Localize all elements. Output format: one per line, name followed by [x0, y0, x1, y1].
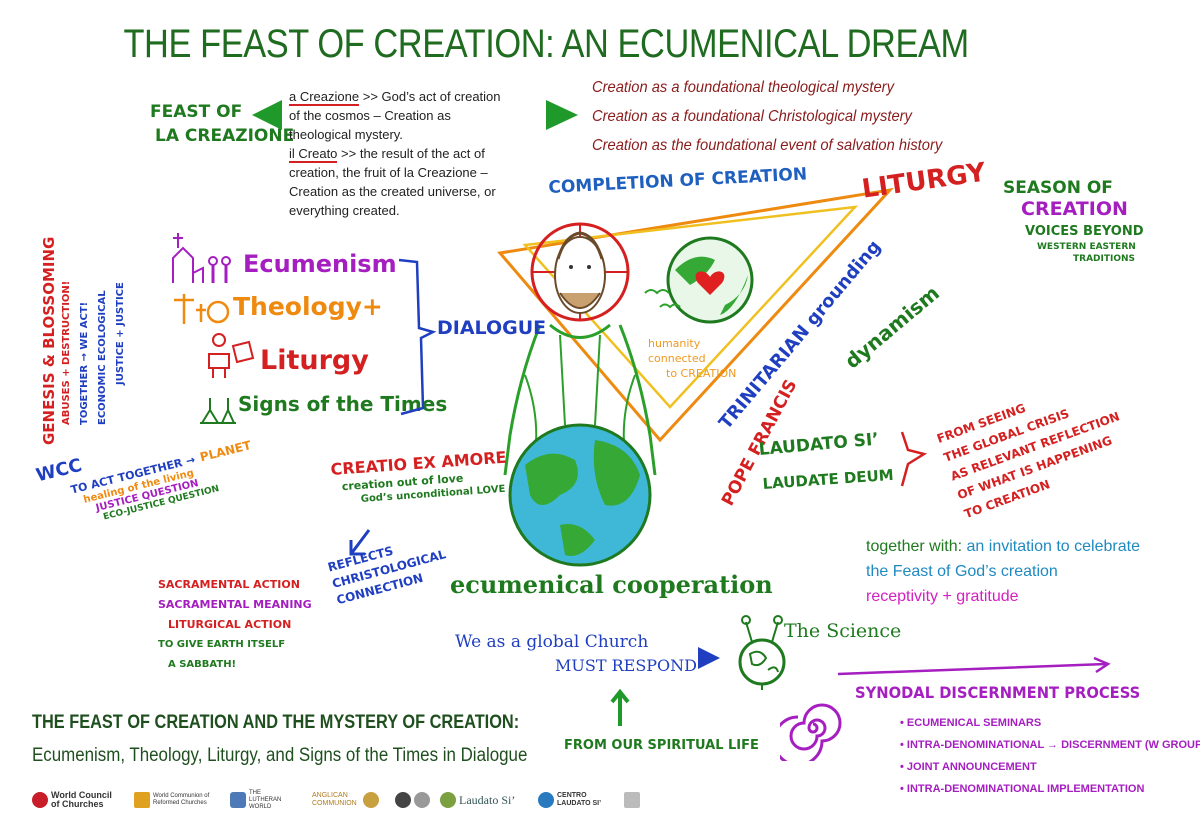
pillar-theology: Theology+ — [233, 292, 383, 321]
wcrc-logo-icon — [134, 792, 150, 808]
page-title: THE FEAST OF CREATION: AN ECUMENICAL DRE… — [123, 22, 969, 66]
vertical-notes: GENESIS & BLOSSOMING ABUSES + DESTRUCTIO… — [40, 236, 126, 445]
seeing-crisis-note: FROM SEEING THE GLOBAL CRISIS AS RELEVAN… — [935, 400, 1122, 522]
theology-symbols-icon — [174, 294, 230, 324]
church-icon — [172, 233, 231, 283]
compass-rose-icon — [363, 792, 379, 808]
mystery-item: Creation as a foundational Christologica… — [592, 108, 912, 125]
trinity-triangle-yellow — [522, 205, 859, 409]
logo-wcrc: World Communion of Reformed Churches — [134, 790, 233, 810]
logo-seal — [395, 790, 430, 810]
synodal-arrow-icon — [837, 656, 1111, 676]
season-of-creation: SEASON OF CREATION VOICES BEYOND WESTERN… — [1003, 178, 1144, 264]
creazione-definition: a Creazione >> God’s act of creation of … — [289, 89, 501, 218]
humanity-note: humanity connected to CREATION — [648, 337, 737, 380]
spiritual-life-label: FROM OUR SPIRITUAL LIFE — [564, 738, 759, 753]
science-globe-icon — [738, 615, 786, 690]
christ-body — [503, 323, 657, 476]
logo-crest — [624, 790, 640, 810]
synodal-title: SYNODAL DISCERNMENT PROCESS — [855, 683, 1141, 702]
dialogue-label: DIALOGUE — [437, 317, 547, 339]
down-arrow-icon — [349, 529, 371, 556]
emblem-logo-icon — [414, 792, 430, 808]
sacramental-note: SACRAMENTAL ACTION SACRAMENTAL MEANING L… — [158, 578, 312, 670]
trinity-triangle-orange — [497, 187, 895, 443]
people-walking-icon — [200, 398, 236, 424]
together-with: together with: an invitation to celebrat… — [866, 538, 1140, 605]
science-label: The Science — [784, 620, 902, 642]
ecumenical-cooperation: ecumenical cooperation — [450, 570, 773, 599]
centro-globe-icon — [538, 792, 554, 808]
list-item: JOINT ANNOUNCEMENT — [900, 756, 1200, 778]
bottom-subtitle: Ecumenism, Theology, Liturgy, and Signs … — [32, 745, 528, 766]
left-arrow-icon — [252, 100, 282, 130]
reading-person-icon — [208, 333, 255, 378]
wcc-logo-icon — [32, 792, 48, 808]
up-arrow-icon — [610, 688, 630, 726]
global-church-note: We as a global Church MUST RESPOND — [455, 632, 697, 675]
pillar-ecumenism: Ecumenism — [243, 250, 397, 278]
pillar-liturgy: Liturgy — [260, 345, 369, 376]
seal-logo-icon — [395, 792, 411, 808]
mystery-item: Creation as a foundational theological m… — [592, 79, 894, 96]
logo-anglican: ANGLICAN COMMUNION — [312, 790, 379, 810]
mystery-list: Creation as a foundational theological m… — [592, 73, 973, 160]
laudato-leaf-icon — [440, 792, 456, 808]
pope-bracket — [900, 431, 928, 487]
feast-of-label: FEAST OF LA CREAZIONE — [150, 102, 295, 146]
synodal-list: ECUMENICAL SEMINARS INTRA-DENOMINATIONAL… — [900, 712, 1200, 800]
spiral-icon — [780, 703, 842, 761]
logo-lutheran: THE LUTHERAN WORLD — [230, 790, 285, 810]
play-arrow-icon — [698, 647, 720, 669]
list-item: ECUMENICAL SEMINARS — [900, 712, 1200, 734]
list-item: INTRA-DENOMINATIONAL IMPLEMENTATION — [900, 778, 1200, 800]
dialogue-bracket — [398, 258, 437, 416]
bottom-title: THE FEAST OF CREATION AND THE MYSTERY OF… — [32, 712, 520, 733]
mystery-item: Creation as the foundational event of sa… — [592, 137, 943, 154]
crest-logo-icon — [624, 792, 640, 808]
logo-wcc: World Council of Churches — [32, 790, 121, 810]
right-arrow-icon — [546, 100, 578, 130]
list-item: INTRA-DENOMINATIONAL → DISCERNMENT (W GR… — [900, 734, 1200, 756]
logo-laudato: Laudato Si’ — [440, 790, 515, 810]
central-drawing — [497, 187, 895, 567]
logo-centro: CENTRO LAUDATO SI’ — [538, 790, 607, 810]
lutheran-logo-icon — [230, 792, 246, 808]
